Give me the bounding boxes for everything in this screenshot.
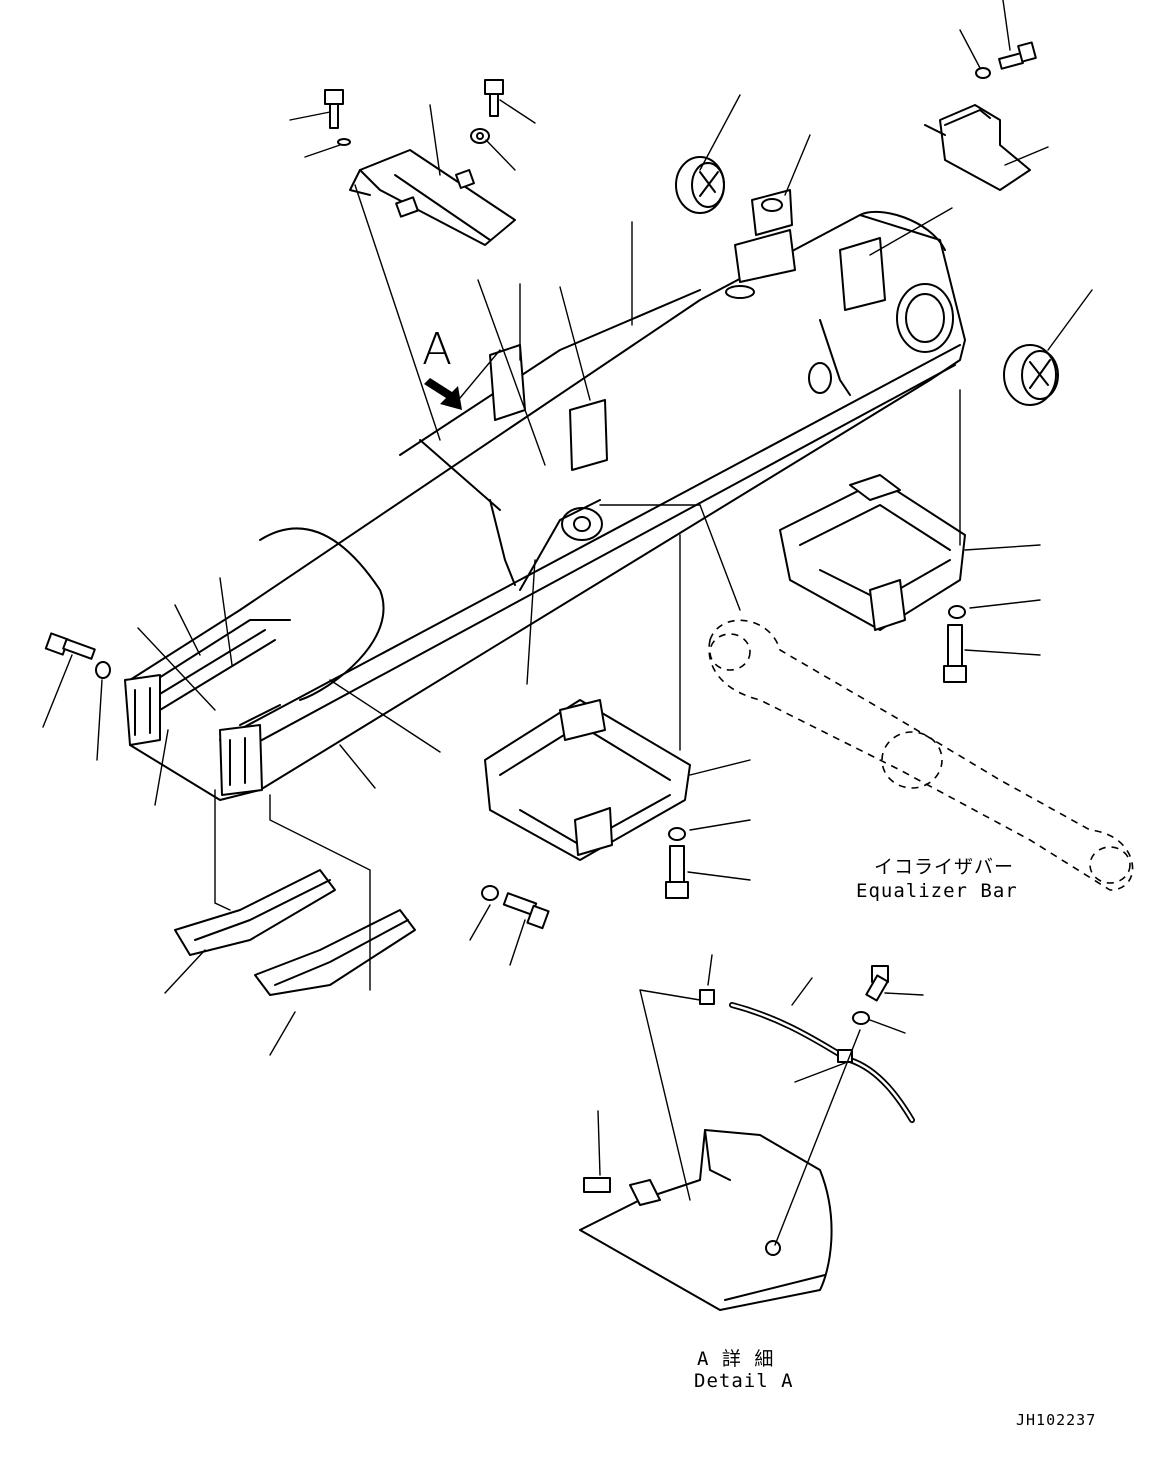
carrier-roller-left (675, 156, 725, 214)
detail-a-label-jp: A 詳 細 (697, 1348, 775, 1370)
view-marker-label: A (422, 324, 453, 375)
bolt (852, 965, 889, 1025)
top-right-bracket (924, 104, 1031, 191)
rock-guard-bracket-lower (484, 699, 691, 861)
track-frame (124, 210, 966, 801)
bolt (470, 79, 504, 144)
bolt (324, 89, 351, 146)
guard-plate-right (254, 909, 416, 996)
harness-cable (699, 989, 915, 1123)
rock-guard-bracket-upper (779, 474, 966, 631)
bolt (975, 41, 1037, 79)
detail-a-label-en: Detail A (694, 1370, 794, 1392)
equalizer-bar-label-en: Equalizer Bar (856, 880, 1018, 902)
guard-plate-left (174, 869, 336, 956)
view-arrow-icon (424, 378, 462, 410)
leader-lines (42, 0, 1093, 1246)
sensor-plug (583, 1177, 611, 1193)
bolt (44, 632, 111, 679)
roller-bracket (751, 189, 793, 236)
detail-a-plate (579, 1129, 833, 1311)
bolt (943, 605, 967, 683)
equalizer-bar (708, 619, 1134, 891)
bolt (481, 885, 550, 930)
bolt (665, 827, 689, 899)
upper-cover-plate (349, 149, 516, 246)
carrier-roller-right (1003, 344, 1059, 406)
equalizer-bar-label-jp: イコライザバー (874, 856, 1015, 878)
drawing-code: JH102237 (1016, 1411, 1097, 1429)
sensor-block (629, 1179, 661, 1206)
